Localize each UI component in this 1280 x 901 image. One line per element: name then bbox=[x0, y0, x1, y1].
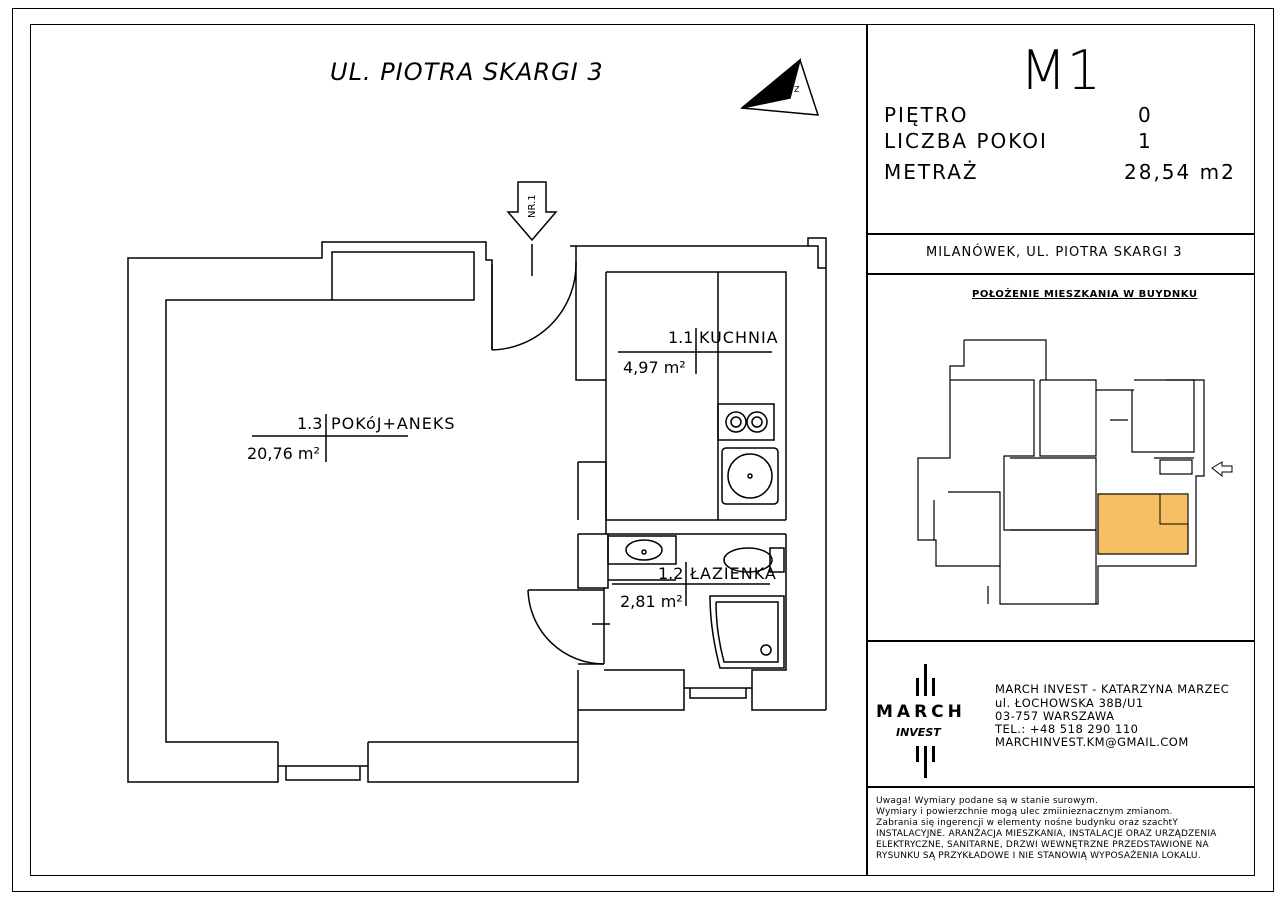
area-value: 28,54 m2 bbox=[1124, 160, 1236, 184]
room-bathroom-name: ŁAZIENKA bbox=[690, 564, 777, 583]
location-address: MILANÓWEK, UL. PIOTRA SKARGI 3 bbox=[926, 245, 1183, 260]
company-email: MARCHINVEST.KM@GMAIL.COM bbox=[995, 735, 1189, 749]
divider-unit-info bbox=[867, 233, 1255, 235]
company-street: ul. ŁOCHOWSKA 38B/U1 bbox=[995, 696, 1144, 710]
building-entrance-icon bbox=[1211, 461, 1233, 478]
building-location-plan bbox=[917, 339, 1205, 605]
room-kitchen-number: 1.1 bbox=[668, 328, 694, 347]
room-living-name: POKóJ+ANEKS bbox=[331, 414, 456, 433]
entrance-arrow-icon bbox=[506, 181, 558, 276]
floor-label: PIĘTRO bbox=[884, 103, 969, 127]
title-block-divider bbox=[866, 24, 868, 876]
location-plan-title: POŁOŻENIE MIESZKANIA W BUYDNKU bbox=[972, 289, 1198, 300]
svg-text:Z: Z bbox=[794, 85, 800, 94]
rooms-value: 1 bbox=[1138, 129, 1153, 153]
divider-location-plan bbox=[867, 640, 1255, 642]
divider-address bbox=[867, 273, 1255, 275]
room-living-number: 1.3 bbox=[297, 414, 323, 433]
divider-company bbox=[867, 786, 1255, 788]
logo-invest: INVEST bbox=[896, 726, 941, 739]
logo-march: MARCH bbox=[876, 702, 966, 722]
area-label: METRAŻ bbox=[884, 160, 979, 184]
north-arrow-icon: Z bbox=[740, 57, 820, 116]
outer-border bbox=[12, 8, 1274, 892]
march-invest-logo-icon bbox=[916, 664, 935, 778]
disclaimer-note: Uwaga! Wymiary podane są w stanie surowy… bbox=[876, 796, 1217, 861]
room-bathroom-area: 2,81 m² bbox=[620, 592, 683, 611]
rooms-label: LICZBA POKOI bbox=[884, 129, 1048, 153]
company-phone: TEL.: +48 518 290 110 bbox=[995, 722, 1139, 736]
room-living-area: 20,76 m² bbox=[247, 444, 320, 463]
room-kitchen-area: 4,97 m² bbox=[623, 358, 686, 377]
company-name: MARCH INVEST - KATARZYNA MARZEC bbox=[995, 682, 1230, 696]
company-city: 03-757 WARSZAWA bbox=[995, 709, 1115, 723]
drawing-frame bbox=[30, 24, 1255, 876]
street-header: UL. PIOTRA SKARGI 3 bbox=[330, 58, 604, 86]
unit-name: M1 bbox=[1020, 39, 1101, 102]
room-bathroom-number: 1.2 bbox=[658, 564, 684, 583]
floor-value: 0 bbox=[1138, 103, 1153, 127]
